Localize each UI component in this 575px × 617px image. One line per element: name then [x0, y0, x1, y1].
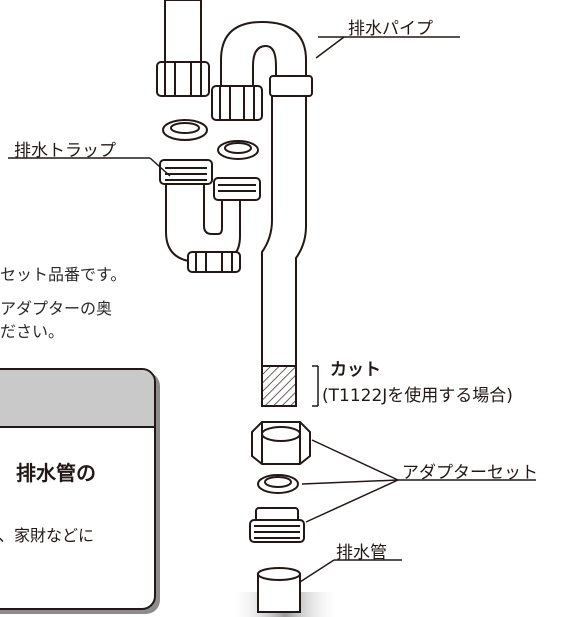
- callout-box: 排水管の 、家財などに: [0, 368, 156, 610]
- drain-tube-label: 排水管: [336, 543, 387, 563]
- left-drain-assembly: [156, 0, 261, 273]
- drain-pipe-assembly: [211, 20, 313, 407]
- adapter-set-label: アダプターセット: [402, 463, 538, 483]
- cut-label: カット: [330, 360, 381, 380]
- drain-pipe-label: 排水パイプ: [348, 19, 433, 39]
- callout-box-header: [0, 370, 154, 428]
- cut-note: (T1122Jを使用する場合): [322, 386, 513, 406]
- side-note-line-3: ださい。: [0, 322, 65, 341]
- side-note-line-1: セット品番です。: [0, 265, 127, 284]
- drain-trap-label: 排水トラップ: [14, 141, 116, 161]
- callout-box-body: 、家財などに: [0, 526, 95, 545]
- side-note-line-2: アダプターの奥: [0, 299, 113, 318]
- adapter-set-parts: [249, 421, 311, 543]
- callout-box-heading: 排水管の: [16, 461, 96, 485]
- floor-drain-tube: [230, 567, 340, 617]
- leader-lines: [8, 36, 536, 583]
